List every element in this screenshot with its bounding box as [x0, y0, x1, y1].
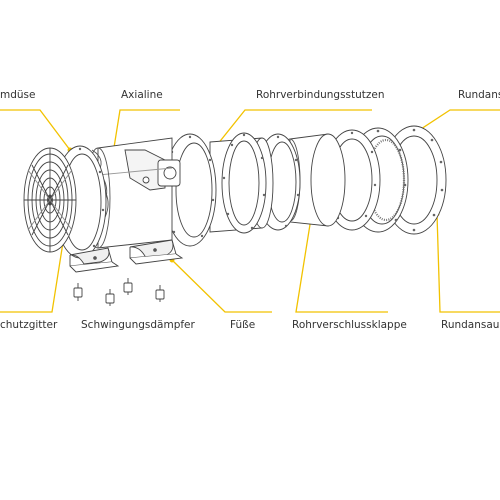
rohrverschlussklappe [279, 133, 346, 227]
label-fuesse: Füße [230, 319, 255, 331]
schutzgitter [23, 147, 77, 253]
leader-rundansaug-bottom [436, 213, 500, 313]
damper-1 [73, 283, 83, 301]
label-rundansaug-bottom: Rundansaug [441, 319, 500, 331]
label-rohrverschlussklappe: Rohrverschlussklappe [292, 319, 407, 331]
leader-einstroemduese [0, 109, 71, 151]
damper-2 [105, 289, 115, 306]
label-axialine: Axialine [121, 89, 163, 101]
leader-schutzgitter [0, 235, 65, 313]
damper-4 [155, 285, 165, 302]
damper-3 [123, 278, 133, 295]
leader-axialine [111, 109, 180, 161]
rohrverbindungsstutzen [209, 132, 274, 234]
leader-rohrverschlussklappe [295, 211, 388, 313]
leader-rohrverbindungsstutzen [216, 109, 372, 146]
fan-assembly [23, 125, 447, 306]
fuesse [69, 239, 184, 273]
label-schwingungsdaempfer: Schwingungsdämpfer [81, 319, 196, 331]
label-rohrverbindungsstutzen: Rohrverbindungsstutzen [256, 89, 385, 101]
label-rundansaug-top: Rundansa [458, 89, 500, 101]
leader-fuesse [171, 259, 272, 313]
schwingungsdaempfer [73, 278, 165, 306]
label-einstroemduese: mdüse [0, 89, 35, 101]
label-schutzgitter: chutzgitter [0, 319, 58, 331]
